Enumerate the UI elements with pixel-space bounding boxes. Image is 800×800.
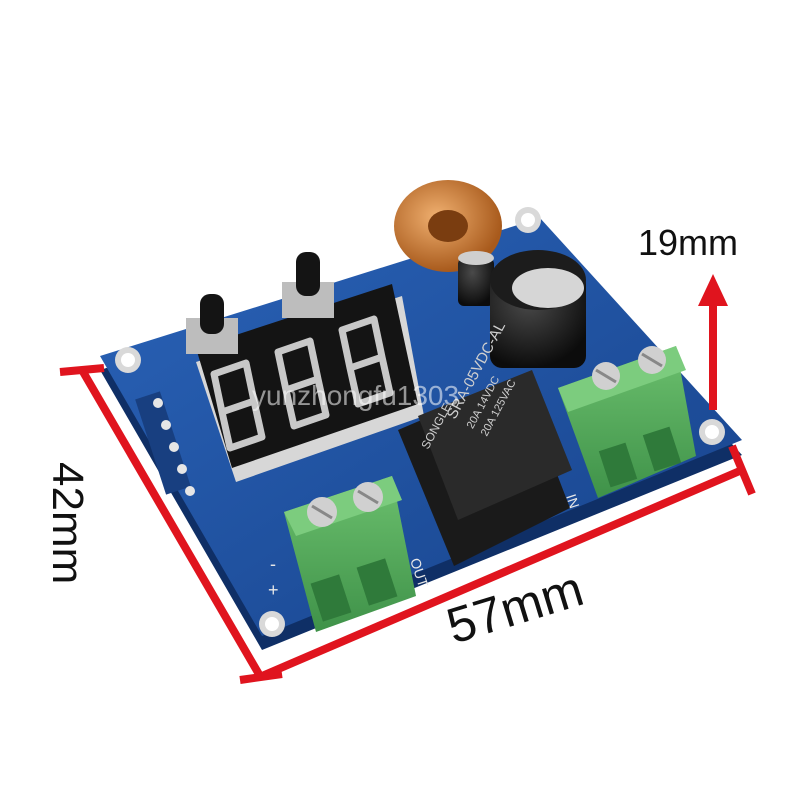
depth-dimension-line bbox=[78, 367, 264, 679]
arrow-up-icon bbox=[698, 274, 728, 306]
screw-terminal-output bbox=[558, 346, 696, 498]
plus-silkscreen-label: + bbox=[268, 580, 279, 600]
height-dimension-label: 19mm bbox=[638, 222, 739, 263]
electrolytic-capacitor bbox=[490, 250, 586, 368]
push-button-left bbox=[186, 294, 238, 354]
mounting-holes bbox=[115, 207, 725, 637]
depth-dimension-label: 42mm bbox=[43, 462, 92, 585]
seven-segment-display bbox=[196, 284, 424, 482]
dimension-lines bbox=[59, 274, 756, 684]
inductor-coil bbox=[394, 180, 502, 272]
small-capacitor bbox=[458, 251, 494, 306]
width-dimension-line bbox=[260, 466, 744, 680]
screw-terminal-input bbox=[284, 476, 416, 632]
minus-silkscreen-label: - bbox=[270, 554, 276, 574]
header-pins bbox=[135, 391, 195, 496]
in-silkscreen-label: IN bbox=[563, 492, 583, 510]
push-button-right bbox=[282, 252, 334, 318]
watermark-text: yunzhongfu1303 bbox=[252, 380, 460, 411]
